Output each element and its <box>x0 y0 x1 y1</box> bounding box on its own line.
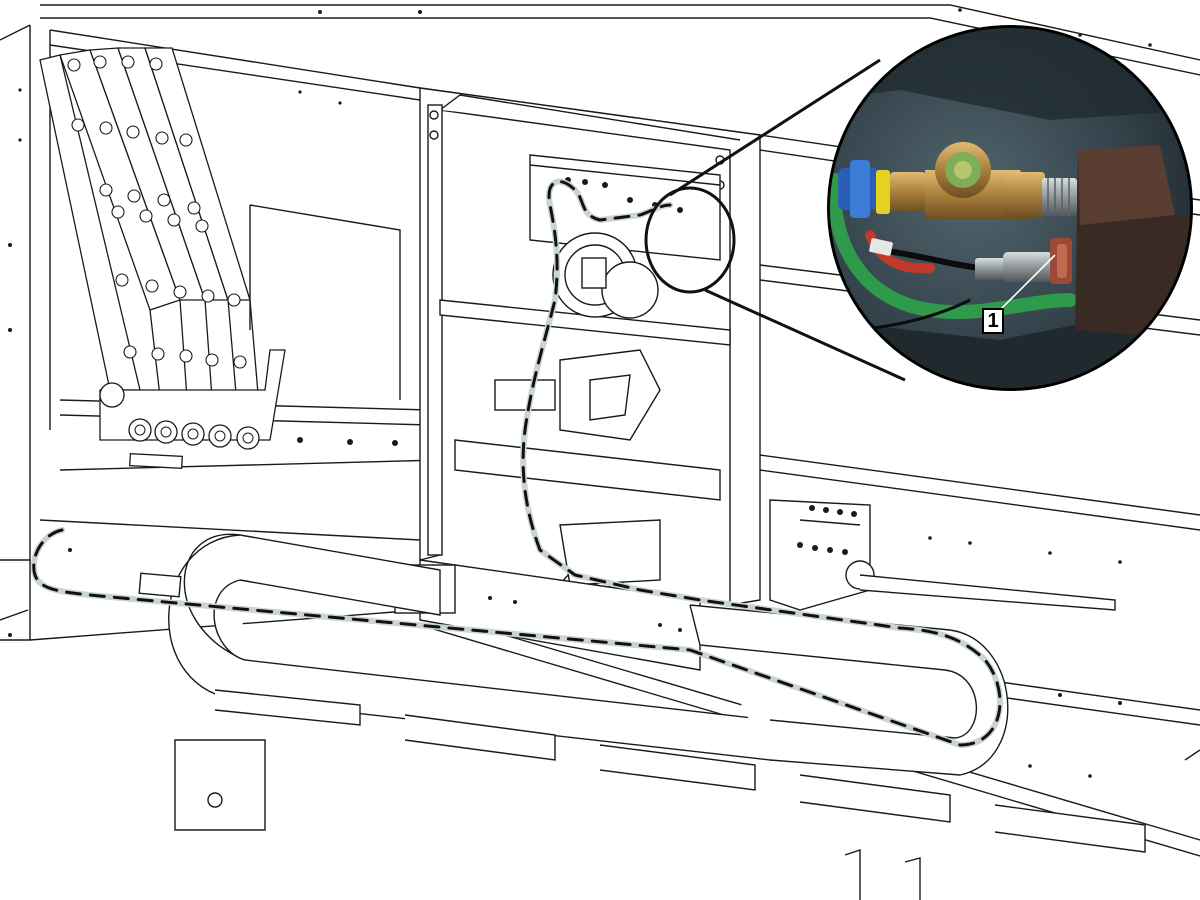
left-drag-chain-stack <box>39 47 286 470</box>
cable-route <box>30 178 1003 748</box>
drag-chain <box>138 533 1200 900</box>
callout-leader <box>644 58 906 382</box>
callout-number-1: 1 <box>982 308 1004 334</box>
magnified-photo-inset <box>827 25 1193 391</box>
